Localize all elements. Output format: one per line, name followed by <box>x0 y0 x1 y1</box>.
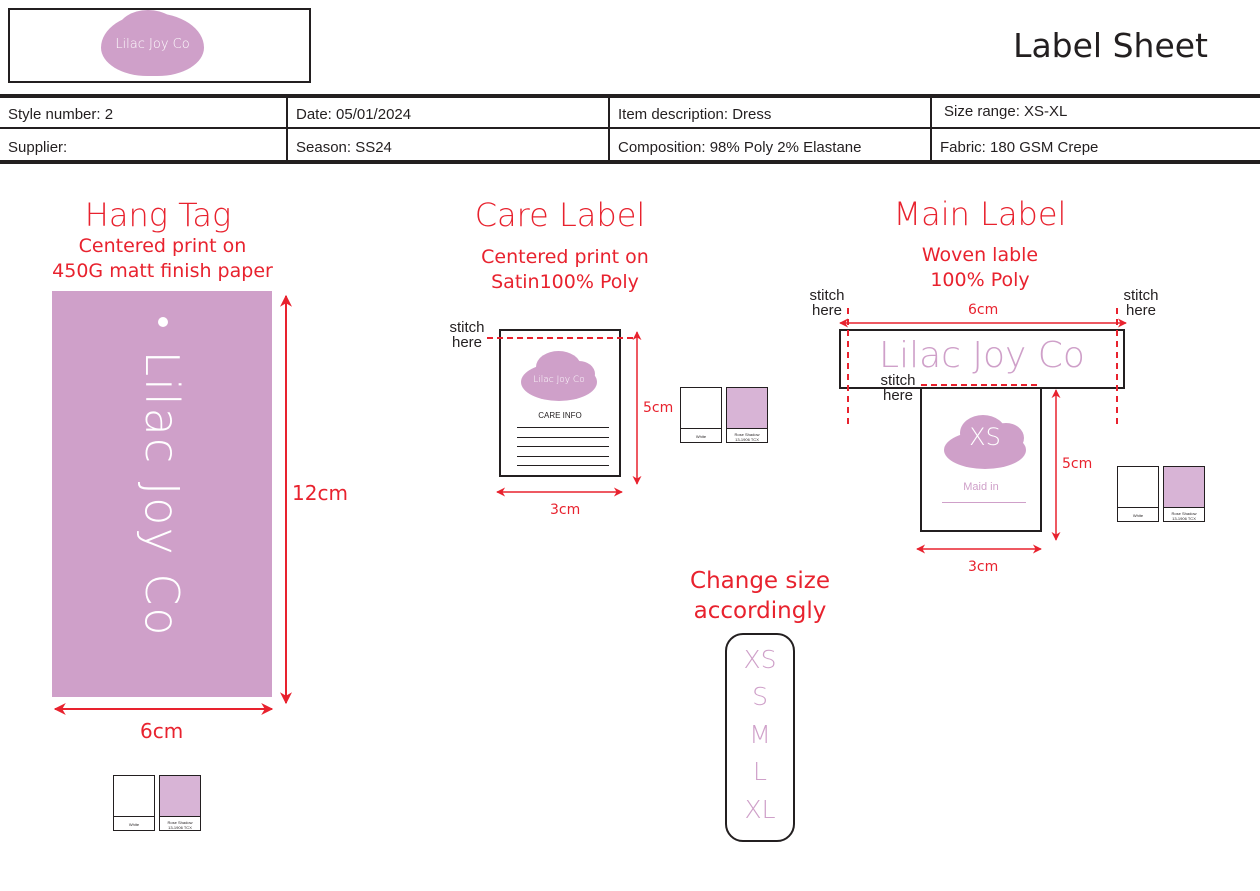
care-text-line <box>517 456 609 457</box>
fabric-cell: Fabric: 180 GSM Crepe <box>930 129 1260 160</box>
hang-tag-print-text: Lilac Joy Co <box>135 350 189 638</box>
maid-in-line <box>942 502 1026 503</box>
size-range-cell: Size range: XS-XL <box>930 98 1260 127</box>
size-option: M <box>749 720 771 749</box>
care-label-subtitle-2: Satin100% Poly <box>491 271 639 293</box>
page-title: Label Sheet <box>1013 26 1208 65</box>
main-stitch-note-right: stitch here <box>1123 287 1159 319</box>
care-height-dim: 5cm <box>643 400 674 416</box>
care-info-text: CARE INFO <box>538 411 582 420</box>
style-number-cell: Style number: 2 <box>8 106 114 123</box>
care-stitch-note: stitch here <box>449 319 485 351</box>
size-options-pill: XS S M L XL <box>725 633 795 842</box>
logo-text: Lilac Joy Co <box>115 37 190 52</box>
info-row: Supplier: Season: SS24 Composition: 98% … <box>0 129 1260 160</box>
season-cell: Season: SS24 <box>286 129 608 160</box>
care-text-line <box>517 437 609 438</box>
main-height-dim: 5cm <box>1062 456 1093 472</box>
hang-tag-height-dim: 12cm <box>292 481 348 505</box>
change-size-note-1: Change size <box>690 568 830 594</box>
swatch-white: White <box>113 775 155 831</box>
hang-tag-width-dim: 6cm <box>140 719 184 743</box>
care-text-line <box>517 465 609 466</box>
maid-in-text: Maid in <box>963 481 999 493</box>
spec-info-table: Style number: 2 Date: 05/01/2024 Item de… <box>0 94 1260 164</box>
main-label-title: Main Label <box>893 195 1067 233</box>
date-cell: Date: 05/01/2024 <box>286 98 608 127</box>
care-text-line <box>517 427 609 428</box>
hang-tag-hole <box>158 317 168 327</box>
main-stitch-note-inner: stitch here <box>880 372 916 404</box>
care-label-mockup: Lilac Joy Co CARE INFO <box>499 329 621 477</box>
main-label-subtitle-2: 100% Poly <box>930 269 1030 291</box>
item-description-cell: Item description: Dress <box>608 98 930 127</box>
hang-tag-subtitle-2: 450G matt finish paper <box>52 260 273 282</box>
logo-box: Lilac Joy Co <box>8 8 311 83</box>
size-print-text: XS <box>969 423 1001 451</box>
size-option: XS <box>743 645 777 674</box>
size-option: XL <box>744 795 776 824</box>
main-band-text: Lilac Joy Co <box>879 335 1085 376</box>
main-width-dim: 3cm <box>968 559 999 575</box>
size-option: L <box>753 757 767 786</box>
hang-tag-mockup: Lilac Joy Co <box>52 291 272 697</box>
info-row: Style number: 2 Date: 05/01/2024 Item de… <box>0 98 1260 129</box>
main-label-subtitle-1: Woven lable <box>921 244 1039 266</box>
care-width-dim: 3cm <box>550 502 581 518</box>
hang-tag-title: Hang Tag <box>84 196 232 234</box>
hang-tag-subtitle-1: Centered print on <box>78 235 247 257</box>
change-size-note-2: accordingly <box>693 598 827 624</box>
size-option: S <box>752 682 768 711</box>
care-label-title: Care Label <box>474 196 646 234</box>
swatch-white: White <box>1117 466 1159 522</box>
size-label-mockup: XS Maid in <box>920 389 1042 532</box>
main-label-band: Lilac Joy Co <box>839 329 1125 389</box>
care-label-subtitle-1: Centered print on <box>481 246 649 268</box>
care-logo-text: Lilac Joy Co <box>533 375 585 385</box>
supplier-cell: Supplier: <box>8 139 68 156</box>
main-band-width-dim: 6cm <box>968 302 999 318</box>
composition-cell: Composition: 98% Poly 2% Elastane <box>608 129 930 160</box>
care-text-line <box>517 446 609 447</box>
swatch-white: White <box>680 387 722 443</box>
main-stitch-note-left: stitch here <box>809 287 845 319</box>
